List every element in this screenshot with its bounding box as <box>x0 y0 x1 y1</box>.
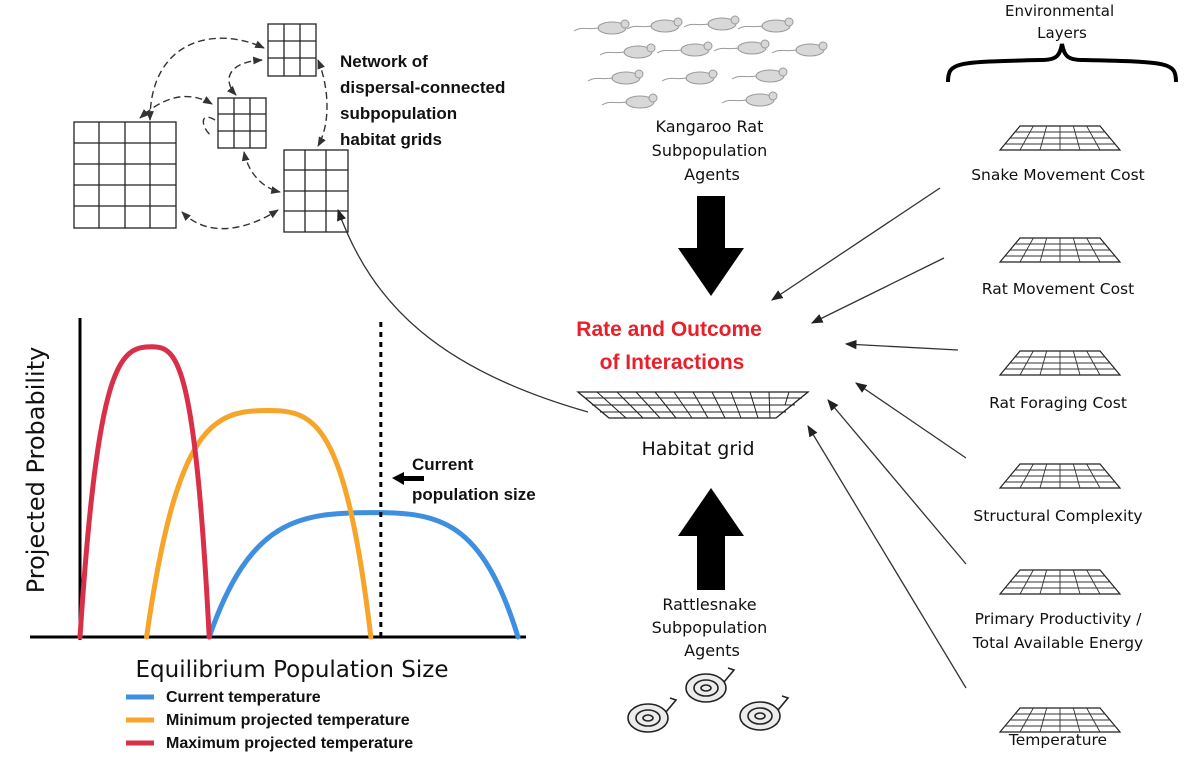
rattlesnake-label-line-2: Subpopulation <box>652 618 768 637</box>
env-layer-item: Structural Complexity <box>973 463 1143 525</box>
env-arrow <box>827 399 967 565</box>
rattlesnake-up-arrow <box>678 488 744 590</box>
legend-item: Maximum projected temperature <box>126 735 413 752</box>
env-layer-item: Primary Productivity /Total Available En… <box>972 569 1143 652</box>
env-layer-label: Primary Productivity /Total Available En… <box>972 610 1143 652</box>
kangaroo-label-line-2: Subpopulation <box>652 141 768 160</box>
rattlesnake-label-line-3: Agents <box>684 641 740 660</box>
env-layer-grid <box>998 350 1122 376</box>
chart-xlabel: Equilibrium Population Size <box>136 657 449 683</box>
probability-chart: Projected Probability Equilibrium Popula… <box>22 318 536 752</box>
habitat-grid-large <box>73 121 177 229</box>
kangaroo-label-line-3: Agents <box>684 165 740 184</box>
env-arrow <box>810 257 945 324</box>
network-label-line-4: habitat grids <box>340 130 442 149</box>
legend-label: Maximum projected temperature <box>166 735 413 752</box>
legend-item: Current temperature <box>126 689 321 706</box>
kangaroo-label: Kangaroo Rat Subpopulation Agents <box>652 117 773 184</box>
series-curve <box>206 510 521 640</box>
chart-series <box>77 344 521 640</box>
env-layer-grid <box>998 707 1122 733</box>
kangaroo-rat-icons <box>573 15 828 109</box>
env-layer-grid <box>998 237 1122 263</box>
current-pop-label: Current population size <box>412 455 536 504</box>
env-arrow <box>771 187 941 301</box>
rattlesnake-label-line-1: Rattlesnake <box>662 595 756 614</box>
series-curve <box>144 408 374 640</box>
env-layer-grid <box>998 125 1122 151</box>
env-layer-grid <box>998 463 1122 489</box>
rattlesnake-icons <box>627 667 790 733</box>
env-layer-label: Structural Complexity <box>973 507 1142 525</box>
network-label-line-3: subpopulation <box>340 104 457 123</box>
env-arrows <box>771 187 967 689</box>
center-label: Rate and Outcome of Interactions <box>576 318 767 374</box>
current-pop-label-line-1: Current <box>412 455 474 474</box>
env-layer-item: Temperature <box>998 707 1122 749</box>
center-label-line-1: Rate and Outcome <box>576 318 762 341</box>
network-label: Network of dispersal-connected subpopula… <box>340 52 510 149</box>
feedback-arrow <box>337 208 589 413</box>
env-arrow <box>855 382 967 459</box>
env-layer-item: Rat Movement Cost <box>982 237 1134 298</box>
rattlesnake-label: Rattlesnake Subpopulation Agents <box>652 595 773 660</box>
series-curve <box>77 344 212 640</box>
habitat-grid-middle <box>217 97 267 149</box>
env-layer-label: Rat Movement Cost <box>982 280 1134 298</box>
legend-item: Minimum projected temperature <box>126 712 410 729</box>
chart-ylabel: Projected Probability <box>22 347 50 594</box>
network-grids <box>73 23 349 233</box>
legend-label: Current temperature <box>166 689 321 706</box>
env-arrow <box>807 424 967 689</box>
dispersal-connections <box>139 37 328 230</box>
habitat-grid-top <box>267 23 317 77</box>
env-arrow <box>844 339 959 351</box>
kangaroo-down-arrow <box>678 196 744 296</box>
center-habitat-grid <box>576 391 810 419</box>
env-layer-label: Temperature <box>1008 731 1107 749</box>
env-header-line-2: Layers <box>1037 24 1087 42</box>
env-layer-item: Rat Foraging Cost <box>989 350 1127 412</box>
current-pop-arrow <box>392 472 424 485</box>
habitat-label: Habitat grid <box>641 438 754 460</box>
center-label-line-2: of Interactions <box>600 351 745 374</box>
habitat-grid-right <box>283 149 349 233</box>
env-brace <box>946 43 1178 83</box>
env-layer-grid <box>998 569 1122 595</box>
env-layer-item: Snake Movement Cost <box>971 125 1145 184</box>
current-pop-label-line-2: population size <box>412 485 536 504</box>
network-label-line-2: dispersal-connected <box>340 78 505 97</box>
env-header: Environmental Layers <box>1005 2 1119 42</box>
network-label-line-1: Network of <box>340 52 428 71</box>
legend-label: Minimum projected temperature <box>166 712 410 729</box>
env-layer-label: Rat Foraging Cost <box>989 394 1127 412</box>
kangaroo-label-line-1: Kangaroo Rat <box>656 117 764 136</box>
env-header-line-1: Environmental <box>1005 2 1114 20</box>
env-layer-label: Snake Movement Cost <box>971 166 1145 184</box>
